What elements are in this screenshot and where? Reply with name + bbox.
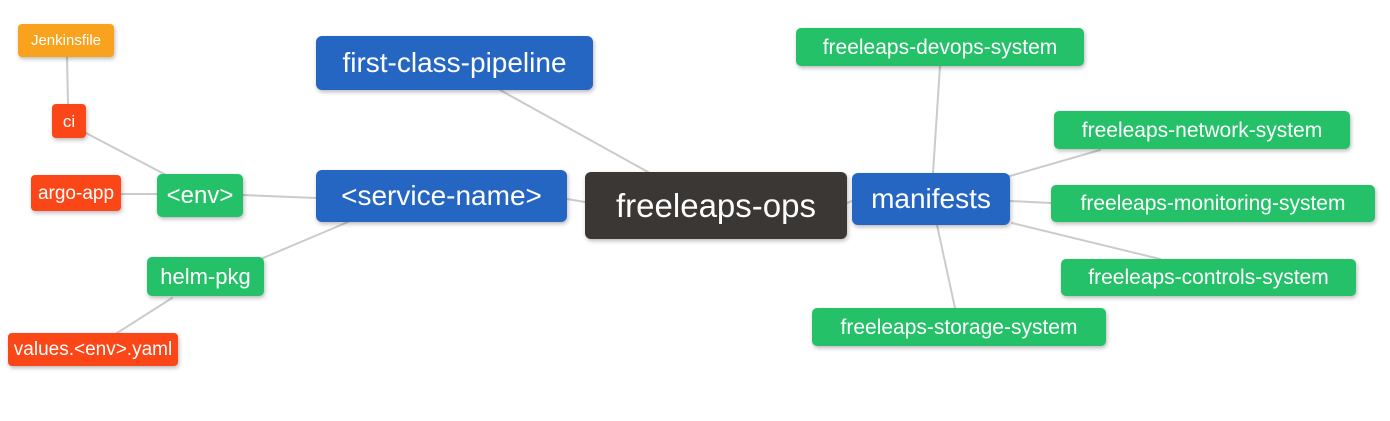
edge-manifests-storage bbox=[936, 224, 956, 309]
edge-env-service-name bbox=[242, 194, 317, 199]
node-argo-app[interactable]: argo-app bbox=[31, 175, 121, 211]
edge-pipeline-freeleaps-ops bbox=[499, 89, 649, 173]
node-jenkinsfile[interactable]: Jenkinsfile bbox=[18, 24, 114, 57]
edge-manifests-monitoring bbox=[1009, 200, 1052, 204]
node-freeleaps-devops-system[interactable]: freeleaps-devops-system bbox=[796, 28, 1084, 66]
node-values-env-yaml[interactable]: values.<env>.yaml bbox=[8, 333, 178, 366]
node-freeleaps-storage-system[interactable]: freeleaps-storage-system bbox=[812, 308, 1106, 346]
edge-manifests-controls bbox=[1011, 222, 1161, 260]
node-freeleaps-controls-system[interactable]: freeleaps-controls-system bbox=[1061, 259, 1356, 296]
edge-service-name-freeleaps-ops bbox=[566, 198, 586, 203]
edge-helm-pkg-service-name bbox=[262, 221, 349, 259]
node-service-name[interactable]: <service-name> bbox=[316, 170, 567, 222]
node-env[interactable]: <env> bbox=[157, 174, 243, 217]
node-helm-pkg[interactable]: helm-pkg bbox=[147, 257, 264, 296]
edge-manifests-devops bbox=[932, 65, 941, 174]
node-ci[interactable]: ci bbox=[52, 104, 86, 138]
node-freeleaps-ops-root[interactable]: freeleaps-ops bbox=[585, 172, 847, 239]
node-manifests[interactable]: manifests bbox=[852, 173, 1010, 225]
edge-ci-env bbox=[83, 131, 171, 178]
edge-manifests-network bbox=[1009, 149, 1101, 177]
edge-values-helm-pkg bbox=[116, 297, 173, 334]
edge-freeleaps-ops-manifests bbox=[846, 200, 853, 204]
edge-jenkinsfile-ci bbox=[66, 56, 69, 105]
node-first-class-pipeline[interactable]: first-class-pipeline bbox=[316, 36, 593, 90]
node-freeleaps-network-system[interactable]: freeleaps-network-system bbox=[1054, 111, 1350, 149]
node-freeleaps-monitoring-system[interactable]: freeleaps-monitoring-system bbox=[1051, 185, 1375, 222]
